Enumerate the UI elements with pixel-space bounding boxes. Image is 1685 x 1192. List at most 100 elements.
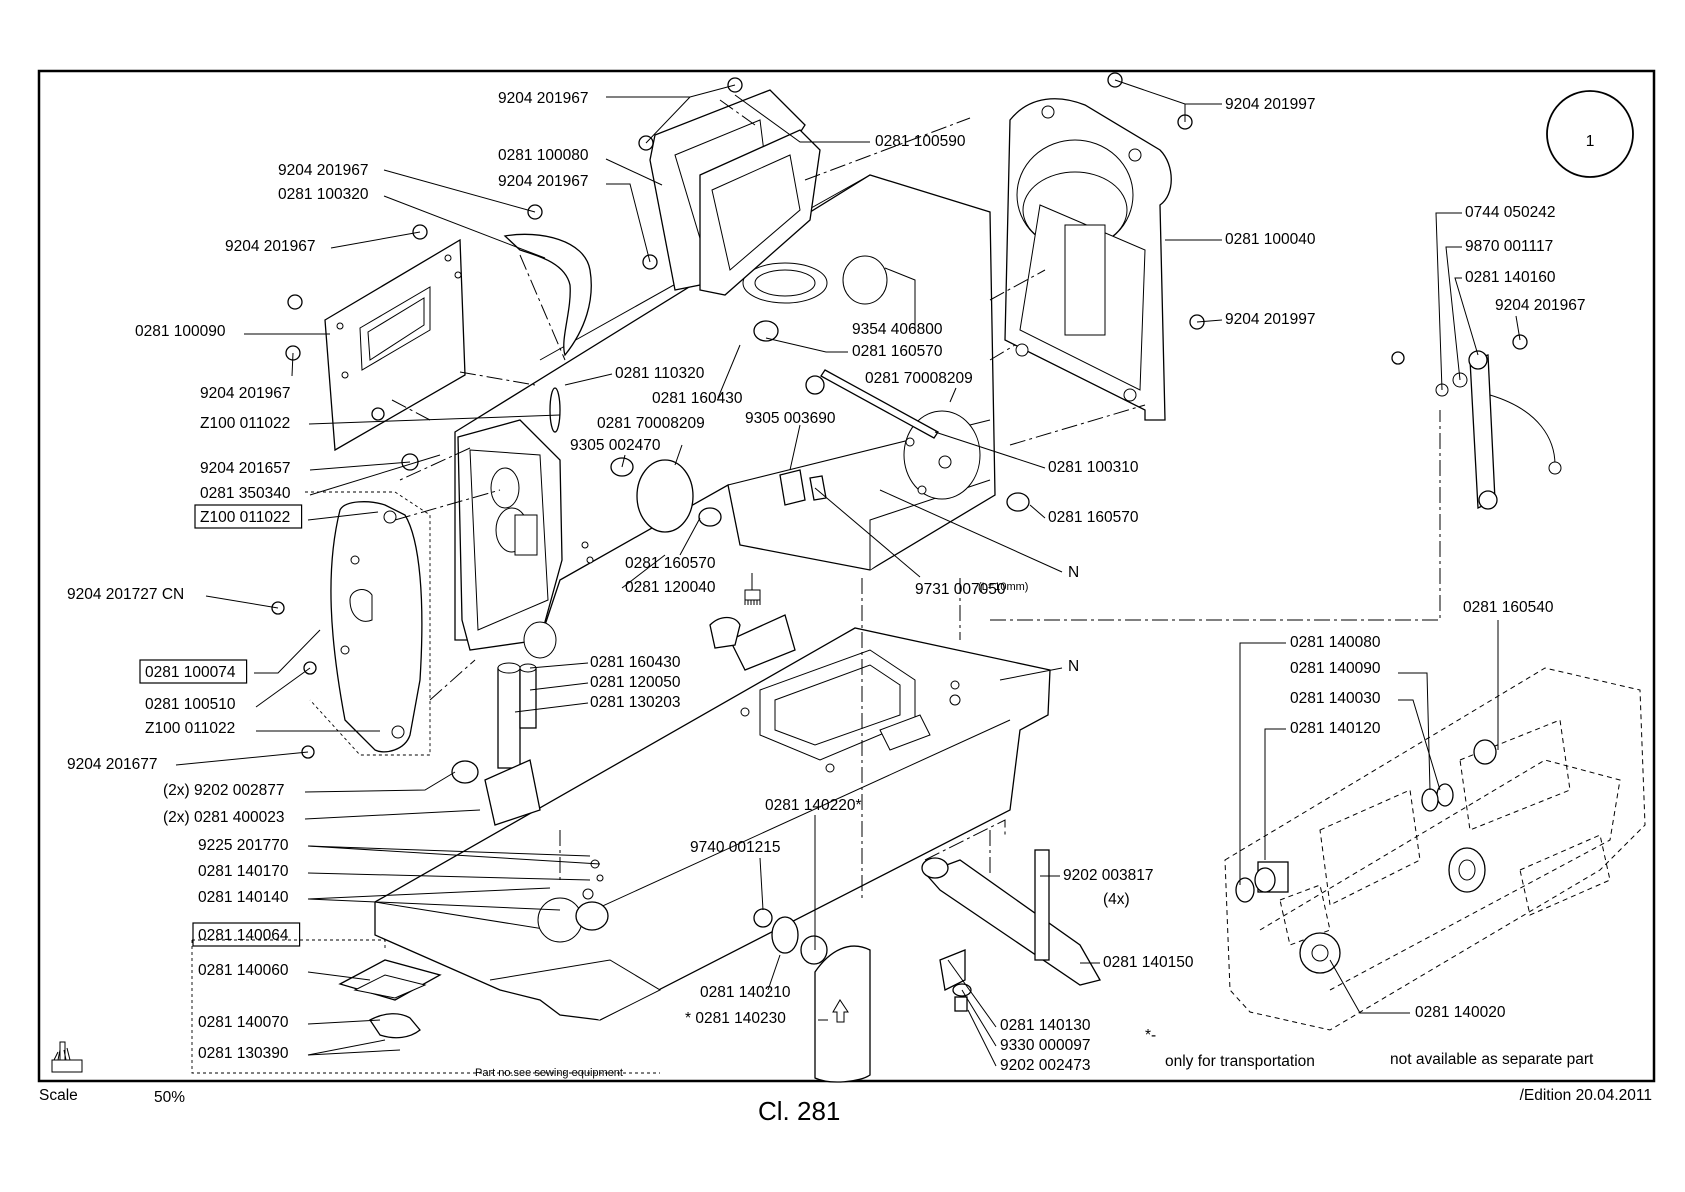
leader-line [1239,642,1286,885]
leader-line [1264,728,1286,860]
leader-line [967,1009,997,1067]
leader-line [529,662,589,669]
needle-plate-assembly [338,859,609,1039]
part-number-label: 9204 201997 [1225,96,1316,113]
part-number-label: 0281 140064 [198,927,289,944]
leader-line [383,195,546,259]
figure-number-circle [1546,90,1634,178]
part-number-label: 9204 201967 [1495,297,1586,314]
part-number-label: 9204 201967 [278,162,369,179]
scale-value: 50% [154,1089,185,1106]
leader-line [999,667,1063,681]
leader-line [307,887,551,900]
leader-line [307,845,601,865]
leader-line [621,454,626,468]
leader-line [307,1039,386,1056]
star-symbol: *- [1145,1027,1156,1044]
part-number-label: 0281 140030 [1290,690,1381,707]
leader-line [949,387,957,403]
part-number-label: 0281 140020 [1415,1004,1506,1021]
part-number-label: 0281 140130 [1000,1017,1091,1034]
bearing-parts [1235,739,1497,974]
figure-number: 1 [1586,133,1595,150]
leader-line [304,771,456,793]
machine-arm-housing [454,174,996,641]
oil-brush-icon [744,573,761,605]
leader-line [330,231,421,249]
part-number-box [139,659,248,684]
part-number-label: 9204 201677 [67,756,158,773]
leader-line [814,487,921,578]
leader-line [383,169,536,213]
part-number-label: 9204 201967 [498,173,589,190]
part-number-box [194,504,303,529]
ground-strap [1435,350,1562,510]
edition-label: /Edition 20.04.2011 [1520,1087,1652,1104]
part-number-label: 0281 140120 [1290,720,1381,737]
transport-note: only for transportation [1165,1053,1315,1070]
part-number-box [192,922,301,947]
thread-cover-0281-100320 [503,233,592,357]
part-number-label: 9204 201967 [200,385,291,402]
part-number-label: (2x) 9202 002877 [163,782,285,799]
part-number-label: 9305 003690 [745,410,836,427]
top-cover-gasket [649,89,821,296]
part-number-label: 0281 100090 [135,323,226,340]
part-number-label: Z100 011022 [200,509,290,526]
leader-line [307,872,591,881]
leader-line [291,352,294,377]
face-cover [330,501,423,753]
part-number-label: 0281 100040 [1225,231,1316,248]
leader-line [564,373,613,386]
leader-line [1515,315,1521,341]
part-number-label: 0281 160570 [1048,509,1139,526]
face-cover-group-box [305,491,431,756]
class-label: Cl. 281 [758,1096,840,1126]
leader-line [1114,79,1222,105]
part-number-label: 9204 201997 [1225,311,1316,328]
leader-line [254,629,321,674]
part-number-label: 0281 160430 [590,654,681,671]
leader-line [307,1019,381,1025]
leader-line [961,989,997,1047]
part-number-label: 0281 100310 [1048,459,1139,476]
part-number-label: 9225 201770 [198,837,289,854]
part-number-label: 0281 140160 [1465,269,1556,286]
leader-line [1329,959,1410,1014]
leader-line [307,898,561,911]
leader-line [529,682,589,691]
part-number-label: 0281 100590 [875,133,966,150]
part-number-label: 9354 406800 [852,321,943,338]
centerlines [391,99,1441,900]
leader-line [789,424,801,471]
part-number-label: 9204 201657 [200,460,291,477]
leader-line [514,702,589,713]
part-number-label: Z100 011022 [145,720,235,737]
part-number-label: 9202 003817 [1063,867,1154,884]
part-number-label: 0281 70008209 [597,415,705,432]
leader-line [674,444,683,466]
part-number-label: 0281 350340 [200,485,291,502]
leader-line [679,517,701,556]
length-note: (L=10mm) [978,581,1028,593]
leader-line [947,959,997,1028]
part-number-label: 9330 000097 [1000,1037,1091,1054]
leader-line [205,595,279,609]
part-number-label: 0281 130203 [590,694,681,711]
leader-line [1445,246,1462,381]
part-number-label: * 0281 140230 [685,1010,786,1027]
oil-brush-icon-legend [51,1041,83,1073]
leader-line [884,267,916,330]
leader-line [645,96,691,144]
leader-line [309,454,441,496]
leader-line [605,158,663,186]
sewing-equipment-note: Part no.see sewing equipment [475,1067,623,1079]
leader-line [1454,277,1479,356]
leader-line [307,1049,401,1056]
part-number-label: 0281 100320 [278,186,369,203]
part-number-label: 9731 007050 [915,581,1006,598]
leader-line [767,954,781,991]
part-number-label: 0281 160540 [1463,599,1554,616]
